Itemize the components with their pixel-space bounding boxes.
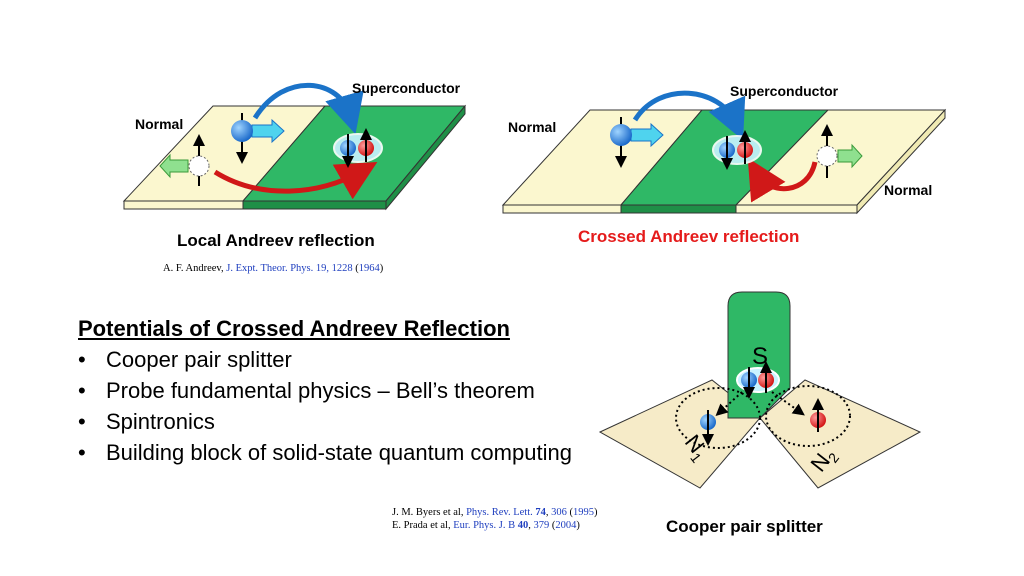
local-label-normal: Normal xyxy=(135,116,184,132)
local-blue-arc-arrow xyxy=(252,82,364,135)
crossed-label-normal-left: Normal xyxy=(508,119,557,135)
byers-journal-link[interactable]: Phys. Rev. Lett. xyxy=(466,507,533,518)
local-hole xyxy=(159,134,210,186)
prada-reference: E. Prada et al, Eur. Phys. J. B 40, 379 … xyxy=(392,520,580,531)
crossed-electron xyxy=(610,117,664,168)
crossed-hole xyxy=(816,124,863,178)
prada-journal-link[interactable]: Eur. Phys. J. B xyxy=(453,520,516,531)
crossed-label-superconductor: Superconductor xyxy=(730,83,839,99)
local-label-superconductor: Superconductor xyxy=(352,80,461,96)
splitter-label-s: S xyxy=(752,343,768,370)
list-item: Building block of solid-state quantum co… xyxy=(78,437,572,468)
potentials-heading: Potentials of Crossed Andreev Reflection xyxy=(78,316,510,341)
andreev-journal-link[interactable]: J. Expt. Theor. Phys. 19, 1228 xyxy=(226,263,353,274)
splitter-electron-n1 xyxy=(700,410,716,446)
splitter-path-right xyxy=(771,391,805,416)
list-item: Cooper pair splitter xyxy=(78,344,572,375)
crossed-label-normal-right: Normal xyxy=(884,182,933,198)
local-red-arc-arrow xyxy=(213,162,378,200)
crossed-blue-arc-arrow xyxy=(632,90,746,141)
list-item: Spintronics xyxy=(78,406,572,437)
crossed-cooper-pair xyxy=(712,130,762,170)
potentials-section: Potentials of Crossed Andreev Reflection… xyxy=(78,313,572,468)
splitter-caption: Cooper pair splitter xyxy=(666,517,823,536)
potentials-list: Cooper pair splitter Probe fundamental p… xyxy=(78,344,572,468)
crossed-caption: Crossed Andreev reflection xyxy=(578,227,800,246)
splitter-dot-right xyxy=(765,385,851,447)
byers-reference: J. M. Byers et al, Phys. Rev. Lett. 74, … xyxy=(392,507,598,518)
crossed-red-arc-arrow xyxy=(747,157,818,203)
andreev-reference: A. F. Andreev, J. Expt. Theor. Phys. 19,… xyxy=(163,263,384,274)
splitter-lead-n2 xyxy=(759,379,922,489)
local-caption: Local Andreev reflection xyxy=(177,231,375,250)
local-electron xyxy=(231,113,285,164)
local-cooper-pair xyxy=(333,128,383,168)
splitter-electron-n2 xyxy=(810,398,826,432)
splitter-dot-left xyxy=(675,387,761,449)
splitter-cooper-pair xyxy=(736,361,780,399)
list-item: Probe fundamental physics – Bell’s theor… xyxy=(78,375,572,406)
